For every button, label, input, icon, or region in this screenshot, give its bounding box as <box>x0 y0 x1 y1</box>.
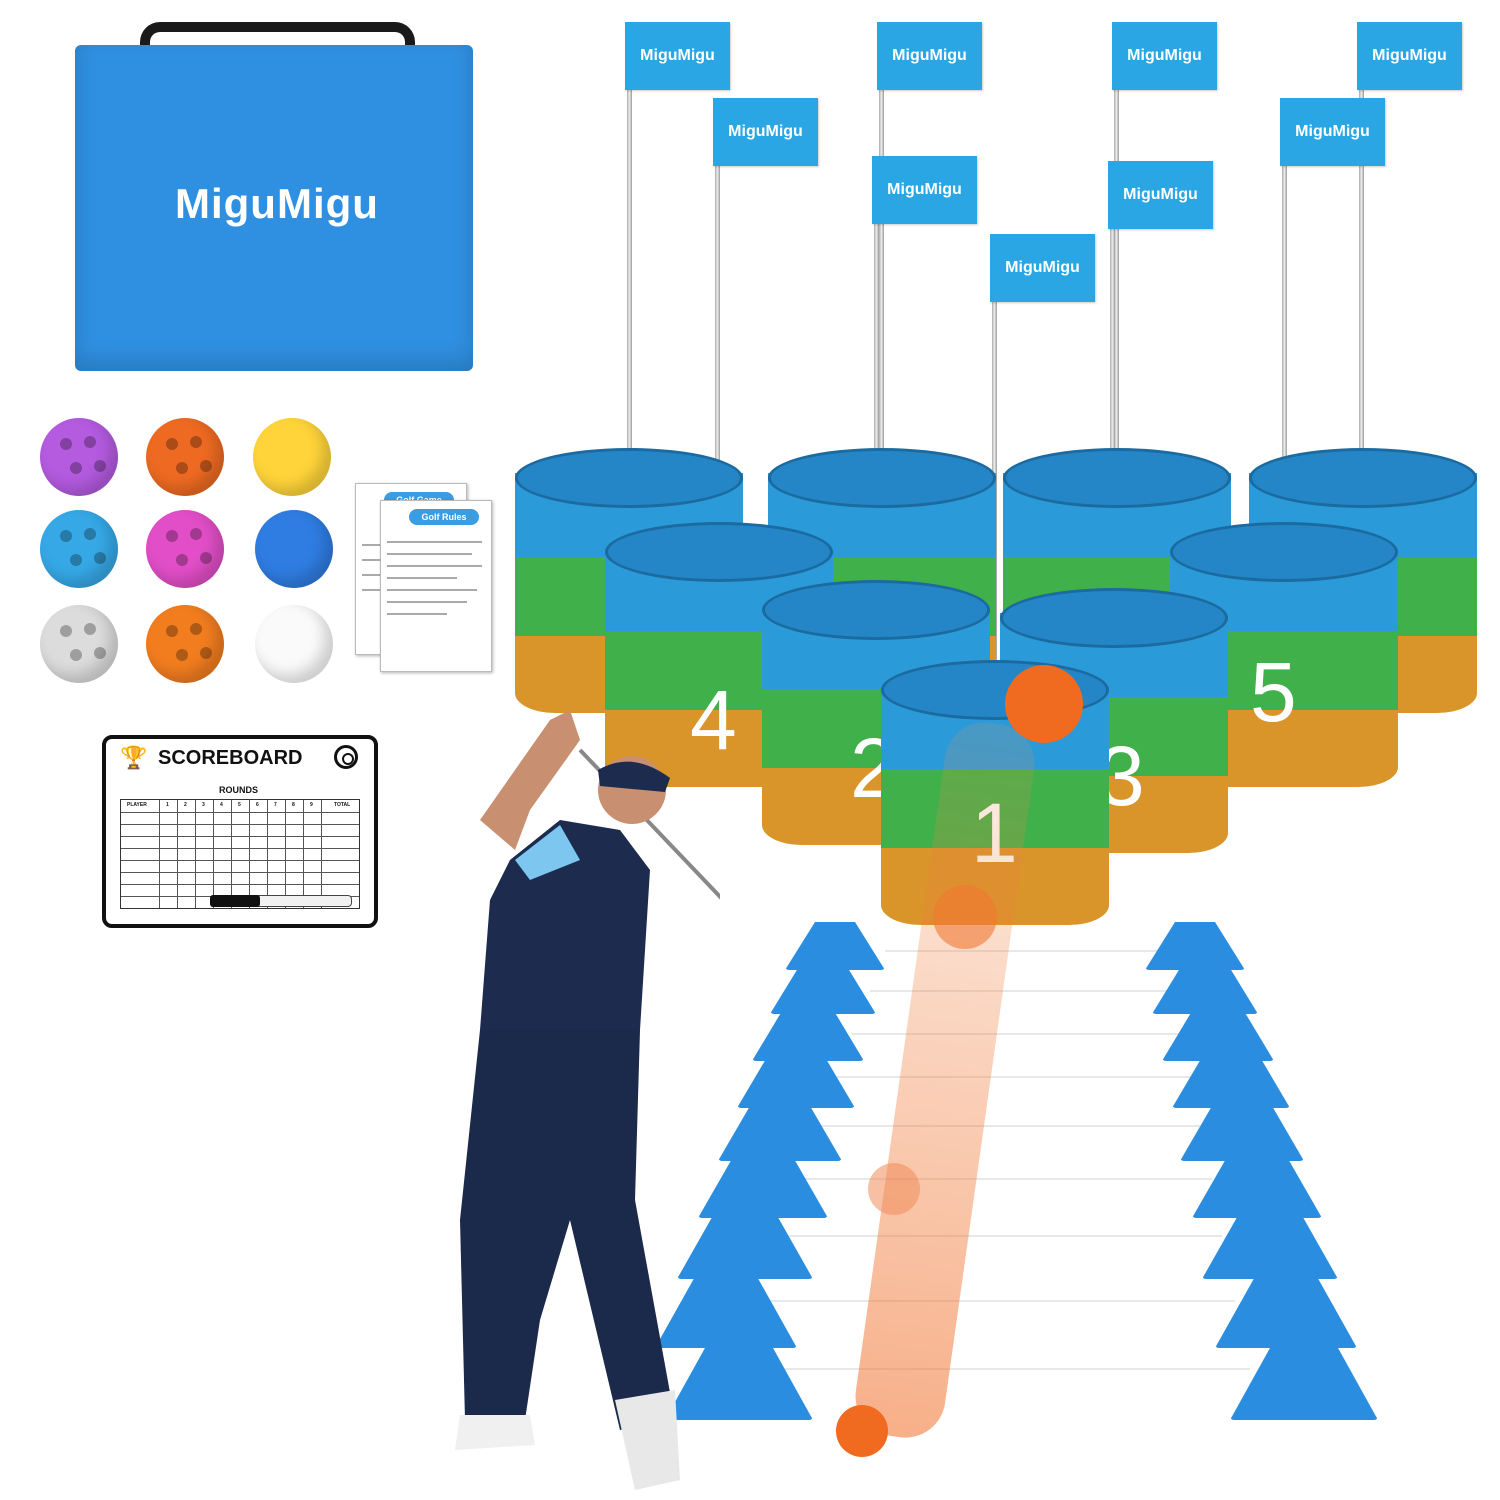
flag: MiguMigu <box>877 22 982 90</box>
boundary-string <box>852 1033 1182 1035</box>
boundary-string <box>837 1076 1192 1078</box>
golf-ball-icon <box>255 510 333 588</box>
flying-ball-low <box>868 1163 920 1215</box>
flag: MiguMigu <box>872 156 977 224</box>
round-number: 4 <box>220 802 223 808</box>
round-number: 7 <box>274 802 277 808</box>
round-number: 1 <box>166 802 169 808</box>
flag-pole <box>627 22 632 510</box>
golfer-shirt <box>480 820 650 1030</box>
flying-ball-top <box>1005 665 1083 743</box>
flag-pole <box>1359 22 1364 510</box>
flag-pole <box>1114 22 1119 510</box>
flag-pole <box>715 98 720 590</box>
round-number: 8 <box>292 802 295 808</box>
golfer-cap <box>598 761 670 792</box>
wiffle-ball-icon <box>146 418 224 496</box>
round-number: 6 <box>256 802 259 808</box>
carry-bag <box>75 45 473 371</box>
round-number: 5 <box>238 802 241 808</box>
golfer-shoe-left <box>455 1415 535 1450</box>
wiffle-ball-icon <box>146 605 224 683</box>
flag-pole <box>1110 161 1115 650</box>
golfer-sleeve <box>515 825 580 880</box>
flag: MiguMigu <box>990 234 1095 302</box>
boundary-string <box>777 1235 1222 1237</box>
bag-logo: MiguMigu <box>175 180 379 227</box>
card-title: Golf Rules <box>409 509 479 525</box>
total-header: TOTAL <box>334 802 351 808</box>
flag: MiguMigu <box>1280 98 1385 166</box>
golfer <box>455 710 720 1490</box>
flag: MiguMigu <box>1112 22 1217 90</box>
marker-cap <box>210 895 260 907</box>
bucket-number: 5 <box>1250 645 1297 739</box>
golfer-pants <box>460 1030 675 1430</box>
round-number: 3 <box>202 802 205 808</box>
boundary-string <box>885 950 1165 952</box>
golf-ball-icon <box>255 605 333 683</box>
bucket-number: 4 <box>690 673 737 767</box>
golf-ball-icon <box>253 418 331 496</box>
flag-pole <box>1282 98 1287 590</box>
marker-cone <box>1215 1272 1357 1348</box>
round-number: 2 <box>184 802 187 808</box>
boundary-string <box>765 1368 1250 1370</box>
rounds-label: ROUNDS <box>219 785 259 795</box>
trophy-icon: 🏆 <box>120 745 148 770</box>
score-grid: PLAYER TOTAL 1 2 3 4 5 6 7 8 9 <box>120 799 360 909</box>
round-number: 9 <box>310 802 313 808</box>
boundary-string <box>818 1125 1200 1127</box>
flag: MiguMigu <box>1108 161 1213 229</box>
flying-ball-mid <box>933 885 997 949</box>
flag: MiguMigu <box>1357 22 1462 90</box>
golfer-arm <box>480 710 580 850</box>
marker-cone <box>1230 1340 1378 1420</box>
wiffle-ball-icon <box>40 418 118 496</box>
rules-card-front: Golf Rules <box>380 500 492 672</box>
wiffle-ball-icon <box>146 510 224 588</box>
wiffle-ball-icon <box>40 605 118 683</box>
boundary-string <box>870 990 1172 992</box>
wiffle-ball-icon <box>40 510 118 588</box>
flag: MiguMigu <box>625 22 730 90</box>
flag: MiguMigu <box>713 98 818 166</box>
boundary-string <box>798 1178 1212 1180</box>
ground-ball <box>836 1405 888 1457</box>
flag-pole <box>879 22 884 510</box>
target-icon <box>334 745 358 769</box>
scoreboard-title: SCOREBOARD <box>158 747 303 769</box>
golfer-shoe-right <box>615 1390 680 1490</box>
boundary-string <box>755 1300 1235 1302</box>
flag-pole <box>874 156 879 650</box>
player-header: PLAYER <box>127 802 147 808</box>
